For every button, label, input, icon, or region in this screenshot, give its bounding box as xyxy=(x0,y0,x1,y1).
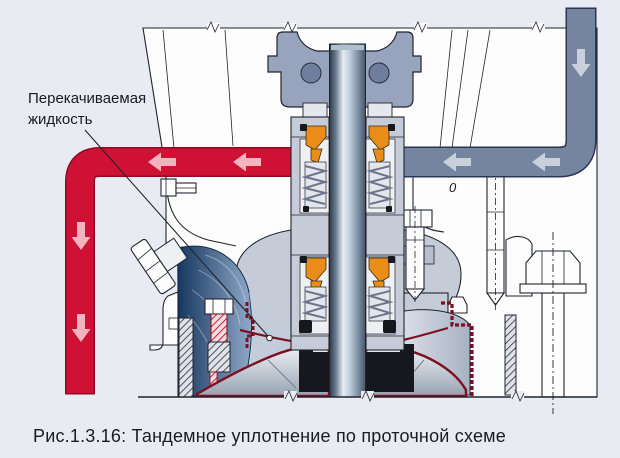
bracket-bolt-hole xyxy=(368,62,390,84)
mechanical-seal-upper xyxy=(300,124,395,212)
figure-caption: Рис.1.3.16: Тандемное уплотнение по прот… xyxy=(33,426,506,446)
flow-arrow-down-icon xyxy=(571,49,591,77)
wear-ring-line-right xyxy=(441,301,474,396)
flow-arrow-down-icon xyxy=(71,314,91,342)
pumped-liquid-label-line1: Перекачиваемая xyxy=(28,90,147,107)
impeller-hub xyxy=(299,352,329,392)
foundation-bolt xyxy=(505,232,587,414)
flow-arrow-left-icon xyxy=(443,152,471,172)
impeller-hub xyxy=(366,352,414,392)
aux-flange-connection xyxy=(130,237,188,295)
foundation-line xyxy=(138,390,597,402)
flow-arrow-left-icon xyxy=(532,152,560,172)
pumped-liquid-label: Перекачиваемая жидкость xyxy=(28,88,146,130)
flow-arrow-down-icon xyxy=(71,222,91,250)
hatched-wall-right xyxy=(504,314,517,396)
bracket-bolt-hole xyxy=(300,62,322,84)
zero-annotation: 0 xyxy=(449,180,457,195)
flow-arrows xyxy=(71,49,591,342)
pump-shaft xyxy=(329,43,366,398)
impeller xyxy=(195,301,474,398)
wear-ring-line-left xyxy=(245,302,255,348)
stud-bolt-a xyxy=(395,206,435,302)
tandem-seal-cartridge xyxy=(290,102,405,351)
flow-arrow-left-icon xyxy=(233,152,261,172)
casing-foot xyxy=(149,291,179,351)
label-leader-line xyxy=(84,129,273,342)
pumped-liquid-label-line2: жидкость xyxy=(28,111,93,128)
stud-bolt-b xyxy=(485,168,506,310)
mechanical-seal-lower xyxy=(299,256,396,333)
break-marks-top xyxy=(206,21,545,33)
flow-arrow-left-icon xyxy=(148,152,176,172)
pumped-liquid-pipe xyxy=(65,147,296,395)
hatched-wall-left xyxy=(178,317,194,398)
gland-bolt-left xyxy=(160,178,197,197)
casing-section-lines xyxy=(162,29,491,171)
